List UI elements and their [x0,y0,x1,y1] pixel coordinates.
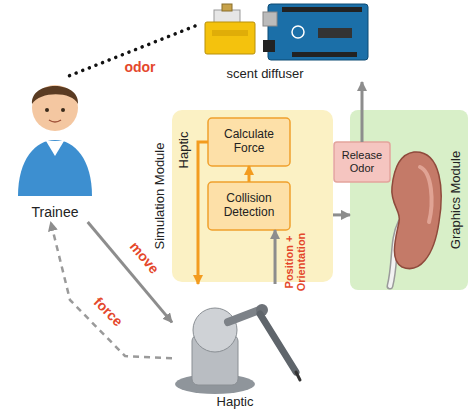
usb-port [263,12,277,26]
person-body [18,140,92,196]
release-odor-box: Release Odor [334,142,390,182]
node-label: scent diffuser [226,67,303,82]
connector [361,82,364,142]
person-eye [45,108,49,112]
person-eye [61,108,65,112]
node-label: Trainee [32,204,79,220]
stylus-tip [296,372,300,380]
person-mouth [49,120,61,122]
connector [64,26,195,78]
node-label: Release Odor [338,149,386,174]
release-odor-box-shape [334,142,390,182]
rotated-label: Simulation Module [153,143,168,250]
rotated-label: Graphics Module [449,151,464,249]
process-box-shape [208,182,290,230]
scent-diffuser: scent diffuser [195,2,380,82]
person-icon [18,85,92,196]
connector [274,230,277,284]
power-jack [263,40,275,52]
kidney-illustration [390,152,441,286]
chip [318,28,352,38]
trainee-figure: Trainee [12,78,98,222]
kidney [392,152,441,269]
connector [248,166,251,182]
kidney-highlight [420,167,432,222]
simulation-module-shape [172,110,333,282]
edge-label: Position + Orientation [283,227,307,297]
device-stylus [260,314,296,372]
haptic-device [175,304,300,394]
person-hair [32,86,78,104]
diffuser-illustration [205,4,368,60]
connector [333,213,350,216]
edge-label: odor [124,60,155,75]
board-logo [292,26,304,38]
arduino-board [268,4,368,60]
device-head [193,308,237,352]
node-label: Calculate Force [212,128,286,156]
rotated-label: Haptic [177,132,192,169]
node-label: Collision Detection [212,192,286,220]
pin-header [282,7,362,12]
edge-label: force [90,294,125,329]
process-box-shape [208,118,290,166]
node-label: Haptic [217,395,254,410]
graphics-module: Graphics Module [350,110,468,290]
diffuser-nozzle [222,4,232,11]
pin-header [292,52,357,57]
diffuser-stripe [212,30,248,36]
haptic-device-node: Haptic [172,284,300,412]
graphics-module-shape [350,110,468,290]
person-collar [46,141,64,156]
diffuser-body [205,22,255,54]
connector [198,142,208,284]
person-head [32,85,78,131]
process-box: Collision Detection [208,182,290,230]
process-box: Calculate Force [208,118,290,166]
